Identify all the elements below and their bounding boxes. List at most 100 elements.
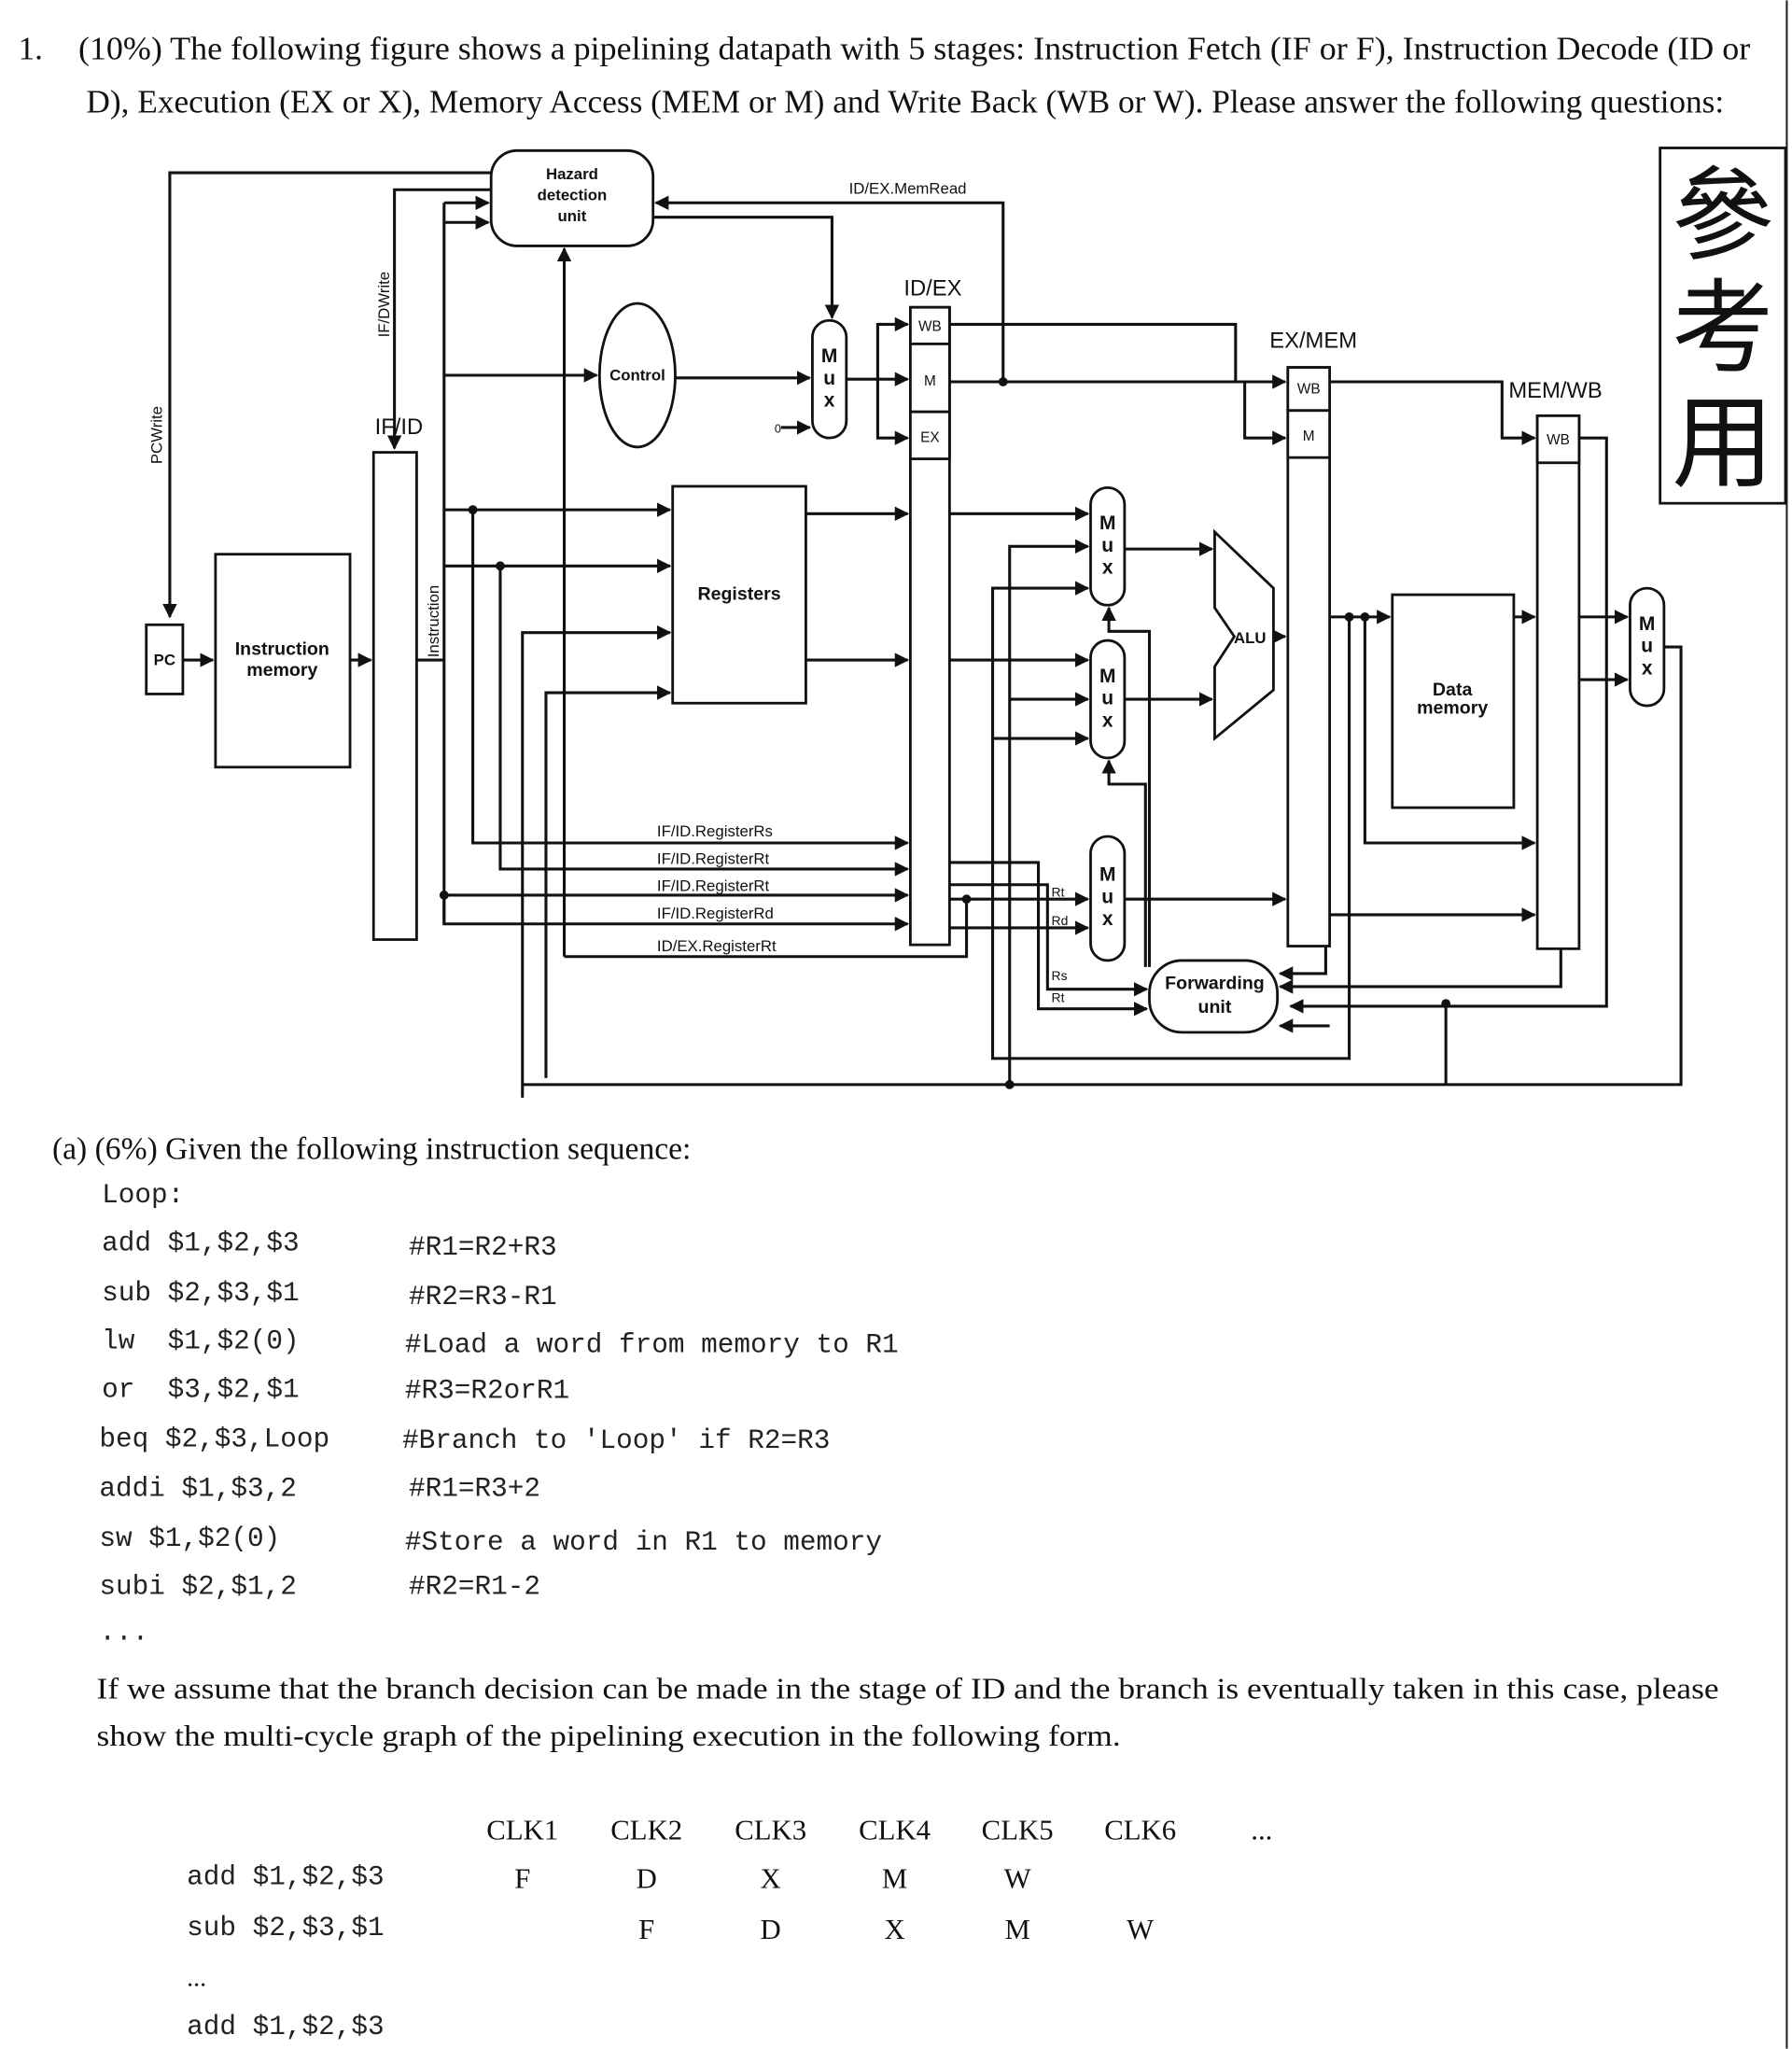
svg-text:beq $2,$3,Loop: beq $2,$3,Loop bbox=[99, 1424, 329, 1455]
mux-rt-label: Rt bbox=[1052, 884, 1065, 899]
pipeline-datapath-figure: Hazard detection unit ID/EX.MemRead PCWr… bbox=[145, 148, 1683, 1098]
reference-stamp: 參 考 用 bbox=[1659, 147, 1787, 505]
exmem-register: WB M bbox=[1286, 366, 1332, 947]
svg-text:X: X bbox=[884, 1914, 904, 1945]
exmem-label: EX/MEM bbox=[1269, 329, 1357, 354]
svg-text:CLK5: CLK5 bbox=[982, 1815, 1054, 1846]
svg-text:M: M bbox=[1303, 428, 1315, 444]
svg-text:用: 用 bbox=[1672, 388, 1773, 501]
writeback-mux: M u x bbox=[1629, 586, 1666, 708]
ifdwrite-label: IF/DWrite bbox=[375, 272, 393, 338]
svg-text:subi $2,$1,2: subi $2,$1,2 bbox=[99, 1572, 297, 1603]
part-a-heading: (a) (6%) Given the following instruction… bbox=[52, 1132, 691, 1167]
alu: ALU bbox=[1213, 528, 1275, 741]
alu-input-b-mux: M u x bbox=[1089, 639, 1127, 760]
svg-text:detection: detection bbox=[538, 186, 608, 203]
pc-register: PC bbox=[145, 623, 185, 695]
svg-text:X: X bbox=[761, 1863, 781, 1895]
svg-text:W: W bbox=[1004, 1863, 1031, 1895]
alu-input-a-mux: M u x bbox=[1089, 485, 1127, 607]
svg-text:CLK4: CLK4 bbox=[859, 1815, 931, 1846]
control-unit: Control bbox=[597, 302, 677, 449]
svg-text:u: u bbox=[1101, 688, 1113, 709]
regdst-mux: M u x bbox=[1089, 835, 1127, 962]
svg-text:M: M bbox=[882, 1863, 907, 1895]
table-header: CLK1 CLK2 CLK3 CLK4 CLK5 CLK6 ... bbox=[486, 1815, 1272, 1846]
fwd-rs-label: Rs bbox=[1052, 968, 1068, 983]
svg-text:Hazard: Hazard bbox=[546, 165, 598, 183]
svg-text:ALU: ALU bbox=[1234, 629, 1267, 647]
svg-text:u: u bbox=[823, 368, 835, 389]
svg-text:sw $1,$2(0): sw $1,$2(0) bbox=[99, 1523, 280, 1554]
svg-text:M: M bbox=[1099, 512, 1115, 534]
svg-text:u: u bbox=[1101, 886, 1113, 907]
ifid-register bbox=[371, 451, 418, 941]
mux-rd-label: Rd bbox=[1052, 913, 1069, 928]
instruction-label: Instruction bbox=[425, 585, 442, 657]
svg-text:add $1,$2,$3: add $1,$2,$3 bbox=[187, 1861, 385, 1892]
svg-text:D: D bbox=[761, 1914, 781, 1945]
svg-text:Control: Control bbox=[609, 367, 665, 385]
svg-text:memory: memory bbox=[1417, 697, 1488, 718]
table-row: add $1,$2,$3 F D X M W bbox=[187, 1861, 1031, 1894]
svg-text:CLK3: CLK3 bbox=[735, 1815, 806, 1846]
table-row: sub $2,$3,$1 F D X M W bbox=[187, 1913, 1154, 1945]
svg-text:u: u bbox=[1641, 636, 1653, 657]
register-file: Registers bbox=[671, 484, 807, 705]
svg-text:x: x bbox=[1102, 709, 1113, 731]
svg-text:參: 參 bbox=[1672, 161, 1773, 274]
svg-text:M: M bbox=[821, 345, 837, 367]
pipeline-table: CLK1 CLK2 CLK3 CLK4 CLK5 CLK6 ... add $1… bbox=[187, 1815, 1272, 2043]
svg-text:or $3,$2,$1: or $3,$2,$1 bbox=[102, 1374, 300, 1405]
svg-text:#R1=R2+R3: #R1=R2+R3 bbox=[409, 1232, 557, 1263]
paragraph-line-2: show the multi-cycle graph of the pipeli… bbox=[97, 1719, 1121, 1752]
svg-text:memory: memory bbox=[246, 660, 317, 681]
svg-text:CLK6: CLK6 bbox=[1104, 1815, 1176, 1846]
idex-register: WB M EX bbox=[908, 305, 951, 947]
svg-text:...: ... bbox=[99, 1618, 148, 1649]
idex-label: ID/EX bbox=[903, 276, 961, 302]
svg-text:M: M bbox=[1639, 613, 1655, 635]
zero-input-label: 0 bbox=[775, 423, 781, 436]
svg-text:W: W bbox=[1127, 1914, 1154, 1945]
control-mux: M u x bbox=[811, 318, 848, 440]
svg-text:考: 考 bbox=[1672, 273, 1773, 386]
question-number: 1. bbox=[19, 30, 43, 66]
svg-text:add $1,$2,$3: add $1,$2,$3 bbox=[102, 1228, 300, 1259]
ifid-rs-label: IF/ID.RegisterRs bbox=[657, 822, 773, 840]
ifid-rt-label-1: IF/ID.RegisterRt bbox=[657, 849, 770, 867]
svg-text:Forwarding: Forwarding bbox=[1165, 974, 1265, 994]
svg-text:M: M bbox=[1099, 666, 1115, 687]
paragraph-line-1: If we assume that the branch decision ca… bbox=[97, 1672, 1719, 1705]
svg-text:Instruction: Instruction bbox=[235, 639, 329, 659]
svg-text:#R3=R2orR1: #R3=R2orR1 bbox=[405, 1376, 569, 1407]
svg-text:#R2=R1-2: #R2=R1-2 bbox=[409, 1572, 540, 1603]
svg-text:F: F bbox=[638, 1914, 654, 1945]
wire-junctions bbox=[439, 377, 1451, 1089]
datapath-wires bbox=[162, 171, 1683, 1098]
memwb-register: WB bbox=[1535, 414, 1581, 950]
question-intro-line-1: (10%) The following figure shows a pipel… bbox=[78, 30, 1751, 66]
code-listing: Loop: add $1,$2,$3 #R1=R2+R3 sub $2,$3,$… bbox=[99, 1180, 898, 1649]
svg-text:M: M bbox=[1004, 1914, 1029, 1945]
data-memory: Data memory bbox=[1391, 593, 1516, 809]
svg-text:x: x bbox=[1642, 657, 1653, 679]
svg-text:unit: unit bbox=[558, 207, 587, 225]
ifid-label: IF/ID bbox=[375, 414, 424, 440]
fwd-rt-label: Rt bbox=[1052, 990, 1065, 1005]
table-ellipsis-row: ... bbox=[187, 1963, 206, 1992]
svg-text:...: ... bbox=[1251, 1815, 1272, 1846]
svg-text:lw $1,$2(0): lw $1,$2(0) bbox=[102, 1326, 300, 1357]
pcwrite-label: PCWrite bbox=[148, 406, 166, 464]
table-row-last: add $1,$2,$3 bbox=[187, 2012, 385, 2042]
svg-text:x: x bbox=[1102, 908, 1113, 930]
svg-text:unit: unit bbox=[1198, 997, 1232, 1017]
svg-text:sub $2,$3,$1: sub $2,$3,$1 bbox=[102, 1278, 300, 1309]
svg-text:x: x bbox=[1102, 557, 1113, 579]
svg-text:x: x bbox=[824, 390, 835, 412]
svg-text:CLK2: CLK2 bbox=[610, 1815, 682, 1846]
svg-text:WB: WB bbox=[918, 318, 942, 334]
svg-text:u: u bbox=[1101, 535, 1113, 556]
memwb-label: MEM/WB bbox=[1508, 378, 1602, 403]
